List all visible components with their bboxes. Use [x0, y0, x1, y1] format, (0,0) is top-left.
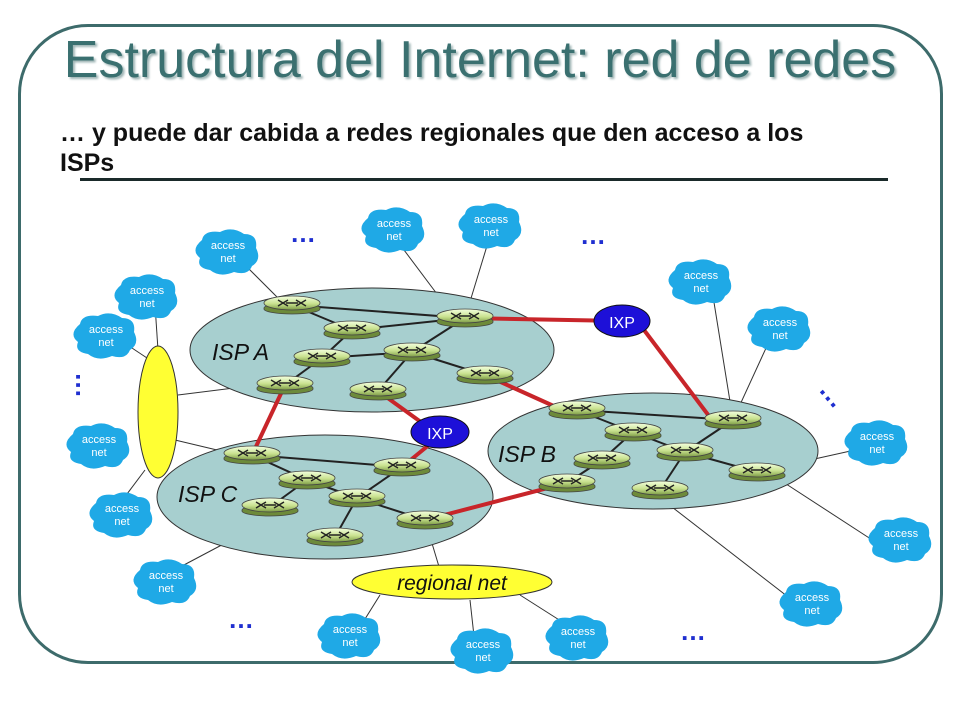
access-net-label: net — [893, 541, 908, 553]
access-net-label: net — [483, 227, 498, 239]
router-icon — [548, 400, 606, 420]
access-net-label: access — [82, 434, 117, 446]
router-icon — [293, 348, 351, 368]
access-net-label: access — [211, 240, 246, 252]
router-icon — [604, 422, 662, 442]
access-net-label: access — [860, 431, 895, 443]
access-net-label: access — [466, 639, 501, 651]
ixp-lower-label: IXP — [427, 426, 453, 443]
access-net-label: access — [474, 214, 509, 226]
isp-a-label: ISP A — [212, 339, 269, 365]
router-icon — [256, 375, 314, 395]
access-net-label: access — [884, 528, 919, 540]
ellipsis-dots: … — [813, 375, 853, 414]
access-net-label: net — [158, 583, 173, 595]
access-net-label: net — [220, 253, 235, 265]
router-icon — [538, 473, 596, 493]
ellipsis-dots: … — [580, 220, 606, 250]
access-net-label: access — [684, 270, 719, 282]
access-net-label: net — [475, 652, 490, 664]
router-icon — [306, 527, 364, 547]
router-icon — [704, 410, 762, 430]
access-net-label: net — [98, 337, 113, 349]
isp-c-label: ISP C — [178, 481, 238, 507]
router-icon — [241, 497, 299, 517]
ixp-upper: IXP — [593, 304, 651, 338]
access-net-label: net — [804, 605, 819, 617]
router-icon — [328, 488, 386, 508]
access-net-label: net — [869, 444, 884, 456]
access-net-label: access — [105, 503, 140, 515]
access-net-label: access — [149, 570, 184, 582]
access-net-label: net — [386, 231, 401, 243]
access-net-label: net — [570, 639, 585, 651]
regional-net-label: regional net — [397, 572, 508, 595]
access-net-label: net — [772, 330, 787, 342]
slide-title: Estructura del Internet: red de redes — [63, 31, 897, 89]
router-icon — [728, 462, 786, 482]
router-icon — [223, 445, 281, 465]
access-net-label: access — [561, 626, 596, 638]
access-net-label: net — [342, 637, 357, 649]
access-net-label: access — [89, 324, 124, 336]
access-net-label: net — [693, 283, 708, 295]
regional-net-vertical — [137, 345, 179, 479]
router-icon — [656, 442, 714, 462]
router-icon — [278, 470, 336, 490]
access-net-label: net — [91, 447, 106, 459]
router-icon — [383, 342, 441, 362]
ellipsis-dots: … — [290, 218, 316, 248]
router-icon — [573, 450, 631, 470]
router-icon — [631, 480, 689, 500]
ixp-upper-label: IXP — [609, 315, 635, 332]
routers — [223, 295, 786, 547]
access-net-label: access — [377, 218, 412, 230]
router-icon — [349, 381, 407, 401]
access-nets: accessnetaccessnetaccessnetaccessnetacce… — [66, 203, 932, 674]
router-icon — [323, 320, 381, 340]
access-net-label: access — [763, 317, 798, 329]
ellipsis-dots: … — [680, 616, 706, 646]
isp-b-label: ISP B — [498, 441, 556, 467]
ixp-lower: IXP — [410, 415, 470, 449]
ellipsis-dots: … — [228, 604, 254, 634]
router-icon — [396, 510, 454, 530]
router-icon — [456, 365, 514, 385]
router-icon — [436, 308, 494, 328]
access-net-label: access — [130, 285, 165, 297]
access-net-label: access — [333, 624, 368, 636]
access-net-label: access — [795, 592, 830, 604]
ellipsis-dots: … — [56, 372, 86, 398]
router-icon — [373, 457, 431, 477]
router-icon — [263, 295, 321, 315]
access-net-label: net — [114, 516, 129, 528]
access-net-label: net — [139, 298, 154, 310]
slide-subtitle: … y puede dar cabida a redes regionales … — [60, 119, 804, 177]
regional-net: regional net — [351, 564, 553, 600]
subtitle-underline — [80, 178, 888, 181]
